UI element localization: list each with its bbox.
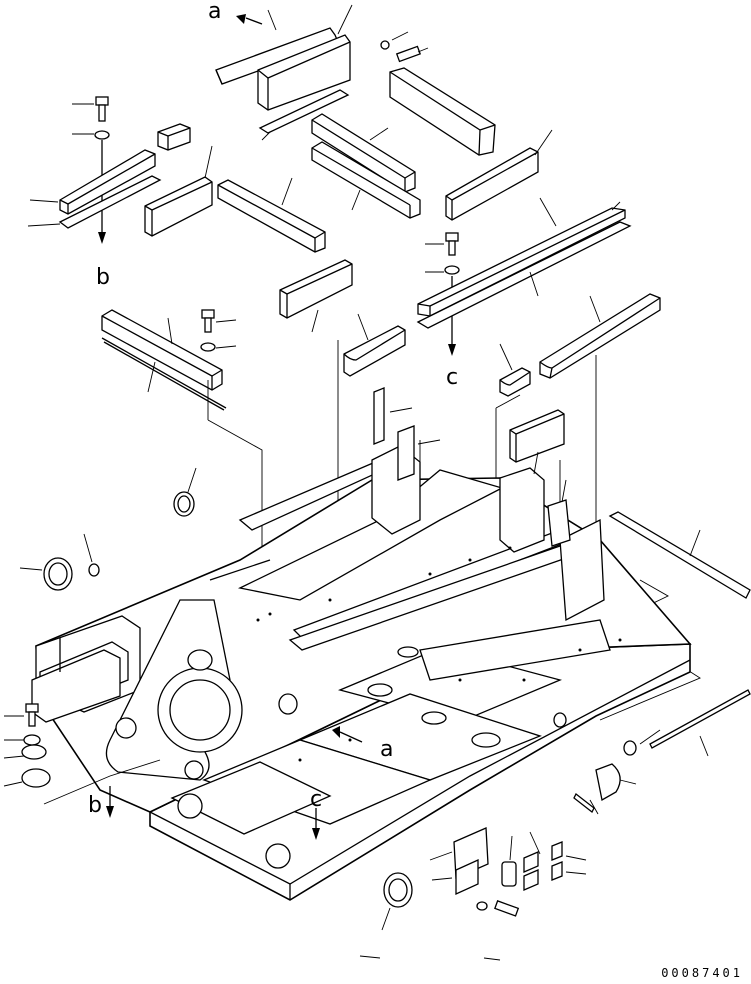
view-arrows-frame <box>106 14 501 961</box>
bolt-lower <box>476 900 520 917</box>
cover-plate-right-2 <box>445 129 553 221</box>
view-label-c-frame: c <box>310 787 322 812</box>
long-strip-right <box>416 221 632 329</box>
clip-set-lower <box>523 831 587 891</box>
channel-mid <box>343 313 406 377</box>
cover-plate-top-center <box>257 4 353 111</box>
long-member-right <box>417 197 626 317</box>
seal-ring-left-1 <box>173 467 197 517</box>
drawing-number: 00087401 <box>661 966 743 980</box>
block-small-left <box>157 123 191 151</box>
seal-ring-left-2 <box>19 557 73 591</box>
bar-right-upper <box>608 511 751 599</box>
rod-right-lower <box>649 689 751 757</box>
bracket-left <box>101 309 227 411</box>
seal-ring-small <box>83 533 100 577</box>
view-label-a-top: a <box>208 0 221 24</box>
view-label-b-upper: b <box>96 265 110 290</box>
block-right-1 <box>509 409 565 475</box>
cover-plate-mid-1 <box>279 259 353 333</box>
bracket-right <box>547 479 571 547</box>
cover-strip-left <box>27 175 162 229</box>
cover-plate-strip <box>258 89 350 141</box>
cover-plate-center-1 <box>311 113 416 193</box>
view-label-c-upper: c <box>446 365 458 390</box>
cover-plate-left-1 <box>29 149 156 215</box>
channel-right <box>539 293 661 379</box>
seal-ring-bottom <box>381 872 413 931</box>
bolt-top-right <box>380 31 429 63</box>
cover-plate-center-2 <box>311 141 421 219</box>
cover-plate-right-1 <box>389 67 496 156</box>
hinge-plate-right <box>573 763 637 815</box>
bolt-bracket <box>200 309 237 352</box>
bracket-plate-lower <box>429 827 489 896</box>
post-mid <box>373 387 441 481</box>
main-frame <box>31 445 692 901</box>
flange-assembly-left <box>3 703 161 805</box>
cover-plate-center-3 <box>217 177 326 253</box>
gasket-lower <box>501 835 517 887</box>
seal-ring-right <box>623 729 661 756</box>
view-label-b-lower: b <box>88 793 102 818</box>
view-label-a-frame: a <box>380 737 393 762</box>
channel-right-small <box>499 343 531 397</box>
cover-plate-left-2 <box>144 145 213 237</box>
